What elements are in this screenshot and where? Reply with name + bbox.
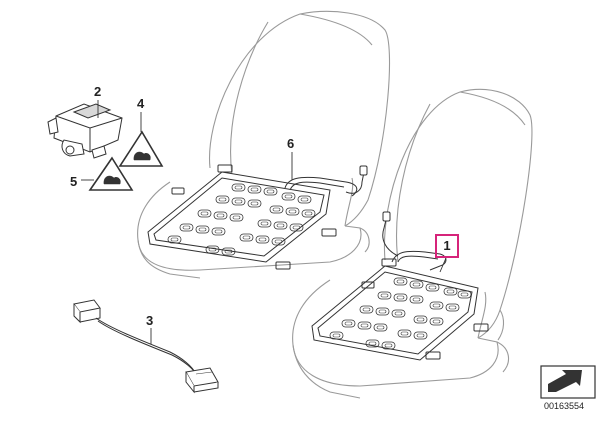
- callout-4: 4: [137, 96, 145, 111]
- front-heating-mat: [311, 211, 489, 361]
- callout-6: 6: [287, 136, 295, 151]
- callout-5: 5: [70, 174, 78, 189]
- callout-1: 1: [435, 234, 459, 258]
- callout-2: 2: [94, 84, 102, 99]
- leader-lines: [81, 100, 447, 344]
- front-seat-outline: [292, 88, 533, 399]
- heating-control-module: [47, 103, 123, 159]
- rear-heating-mat: [147, 164, 368, 270]
- rear-seat-outline: [137, 10, 391, 279]
- warning-label-triangle-4: [118, 130, 164, 167]
- wiring-harness: [73, 299, 219, 394]
- view-direction-box: [540, 365, 596, 399]
- document-number: 00163554: [544, 401, 585, 411]
- callout-3: 3: [146, 313, 154, 328]
- warning-label-triangle-5: [88, 156, 134, 191]
